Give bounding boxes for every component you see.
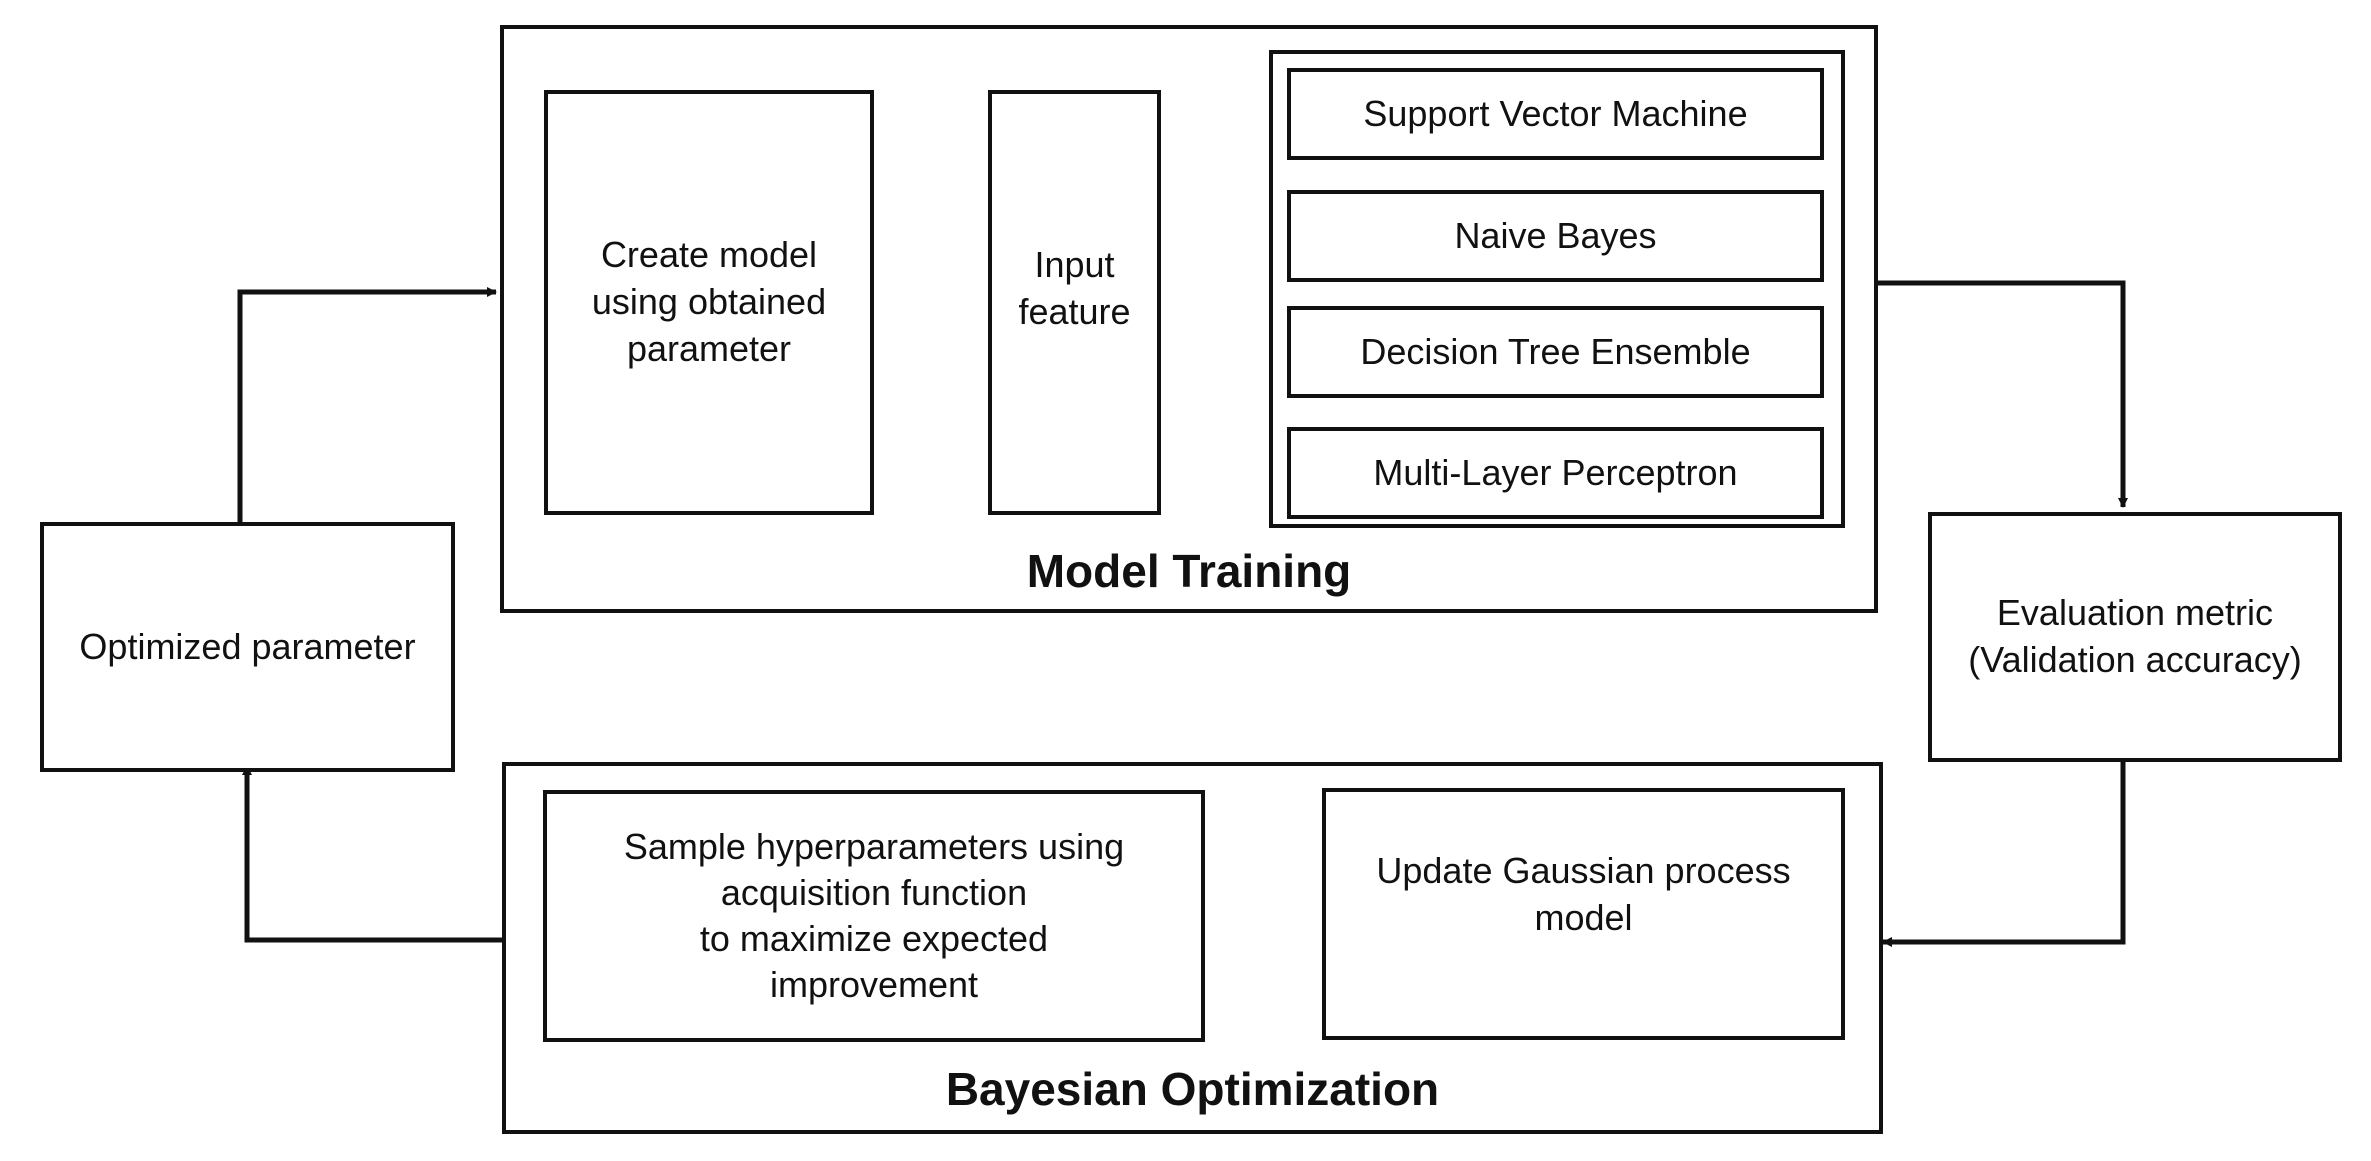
update-gp-box bbox=[1322, 788, 1845, 1040]
sample-hyperparameters-box bbox=[543, 790, 1205, 1042]
create-model-label: Create model using obtained parameter bbox=[591, 234, 827, 369]
input-feature-box bbox=[988, 90, 1161, 515]
optimized-parameter-box bbox=[40, 522, 455, 772]
arrow-optimized-to-training bbox=[237, 287, 497, 522]
classifier-naive-bayes-box bbox=[1287, 190, 1824, 282]
sample-hyperparameters-label: Sample hyperparameters using acquisition… bbox=[623, 825, 1125, 1006]
model-training-title: Model Training bbox=[1026, 545, 1352, 597]
classifier-svm-label: Support Vector Machine bbox=[1363, 92, 1748, 134]
update-gp-label: Update Gaussian process model bbox=[1376, 850, 1791, 938]
evaluation-metric-box bbox=[1928, 512, 2342, 762]
evaluation-metric-label: Evaluation metric (Validation accuracy) bbox=[1968, 592, 2302, 680]
classifier-mlp-label: Multi-Layer Perceptron bbox=[1373, 451, 1738, 493]
classifier-naive-bayes-label: Naive Bayes bbox=[1454, 214, 1657, 256]
create-model-box bbox=[544, 90, 874, 515]
classifier-mlp-box bbox=[1287, 427, 1824, 519]
bayesian-optimization-title: Bayesian Optimization bbox=[945, 1063, 1440, 1115]
arrow-bayesian-to-optimized bbox=[242, 765, 502, 943]
input-feature-label: Input feature bbox=[1018, 243, 1131, 332]
classifier-decision-tree-label: Decision Tree Ensemble bbox=[1360, 330, 1751, 372]
classifier-decision-tree-box bbox=[1287, 306, 1824, 398]
arrow-evaluation-to-bayesian bbox=[1882, 762, 2126, 947]
classifier-svm-box bbox=[1287, 68, 1824, 160]
arrow-training-to-evaluation bbox=[1878, 280, 2128, 508]
optimized-parameter-label: Optimized parameter bbox=[79, 625, 416, 667]
